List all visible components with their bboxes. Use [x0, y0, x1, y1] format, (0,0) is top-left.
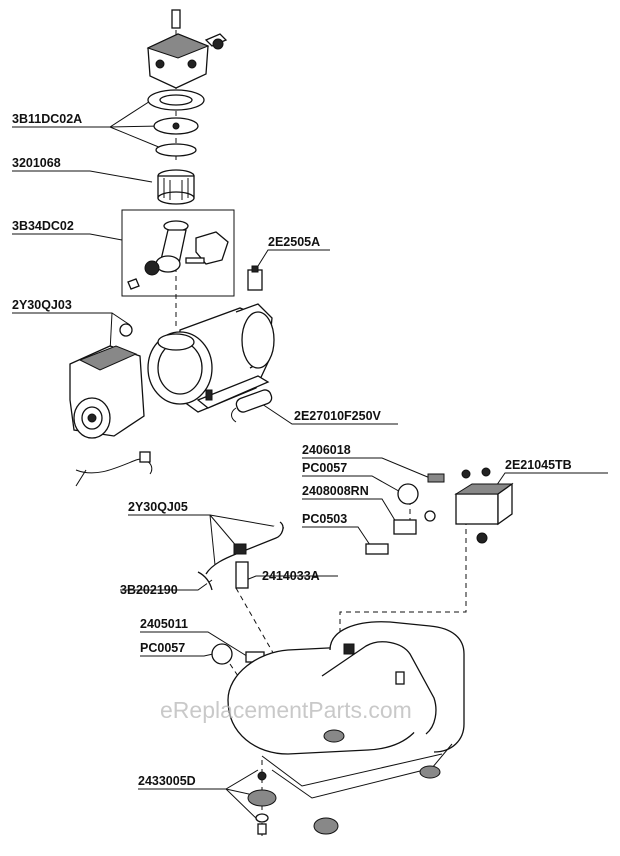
part-labels: 3B11DC02A 3201068 3B34DC02 2E2505A 2Y30Q…	[12, 112, 572, 788]
watermark: eReplacementParts.com	[160, 697, 412, 723]
label-regulator: 2408008RN	[302, 484, 369, 498]
label-gauge-top: PC0057	[302, 461, 347, 475]
label-check-valve: 2414033A	[262, 569, 320, 583]
pressure-switch-group	[365, 467, 514, 555]
label-fan-cover: 2Y30QJ03	[12, 298, 72, 312]
switch-part	[247, 265, 263, 291]
rubber-feet	[247, 771, 277, 835]
cylinder-head	[146, 9, 228, 89]
label-capacitor: 2E27010F250V	[294, 409, 382, 423]
motor	[119, 303, 275, 413]
label-piston-assembly: 3B34DC02	[12, 219, 74, 233]
tank-and-frame	[227, 621, 465, 835]
valve-plate-gaskets	[147, 89, 205, 157]
fan-cover	[69, 345, 145, 439]
label-fitting-2406018: 2406018	[302, 443, 351, 457]
label-pressure-switch: 2E21045TB	[505, 458, 572, 472]
label-o-ring: 3201068	[12, 156, 61, 170]
cylinder-sleeve	[157, 169, 195, 205]
label-elbow: 3B202190	[120, 583, 178, 597]
label-rubber-foot: 2433005D	[138, 774, 196, 788]
label-gauge-tank: PC0057	[140, 641, 185, 655]
power-cord	[75, 451, 153, 487]
label-head-gaskets: 3B11DC02A	[12, 112, 82, 126]
label-switch: 2E2505A	[268, 235, 320, 249]
label-tube: 2Y30QJ05	[128, 500, 188, 514]
piston-assembly-box	[121, 209, 235, 297]
capacitor-part	[231, 389, 273, 423]
label-safety-valve: 2405011	[140, 617, 188, 631]
label-coupler: PC0503	[302, 512, 347, 526]
